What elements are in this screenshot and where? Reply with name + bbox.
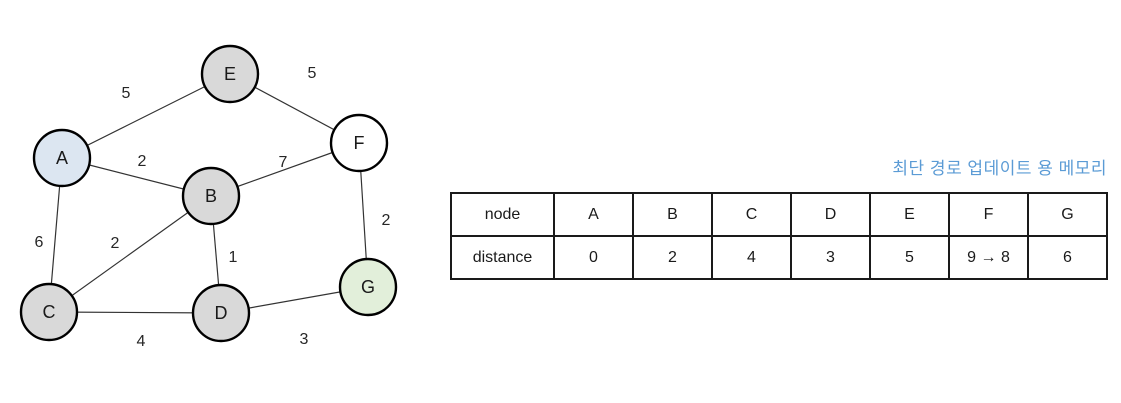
table-cell-node-row-0: node	[450, 192, 555, 237]
table-cell-distance-row-1: 0	[553, 235, 634, 280]
graph-edge-C-B	[48, 195, 212, 313]
edge-weight-label-C-D: 4	[137, 333, 146, 350]
graph-node-label-C: C	[43, 302, 56, 322]
table-cell-node-row-2: B	[632, 192, 713, 237]
graph-node-label-E: E	[224, 64, 236, 84]
graph-node-label-A: A	[56, 148, 68, 168]
table-cell-node-row-7: G	[1027, 192, 1108, 237]
table-cell-distance-row-0: distance	[450, 235, 555, 280]
graph-node-A	[32, 128, 92, 188]
table-cell-node-row-4: D	[790, 192, 871, 237]
graph-diagram: A B C D E F G 5 5 2 7 6 2 1 2 4 3	[0, 0, 440, 403]
graph-canvas: A B C D E F G 5 5 2 7 6 2 1 2 4 3	[19, 44, 398, 350]
edge-weight-label-C-B: 2	[111, 235, 120, 252]
edge-weight-label-A-B: 2	[138, 153, 147, 170]
edge-weight-label-A-E: 5	[122, 85, 131, 102]
graph-node-label-G: G	[361, 277, 375, 297]
graph-node-C	[19, 282, 79, 342]
table-cell-distance-row-6: 9 → 8	[948, 235, 1029, 280]
edge-weight-label-D-G: 3	[300, 331, 309, 348]
table-cell-node-row-1: A	[553, 192, 634, 237]
edge-weight-label-E-F: 5	[308, 65, 317, 82]
graph-edge-A-E	[61, 73, 231, 159]
graph-node-F	[329, 113, 389, 173]
graph-node-G	[338, 257, 398, 317]
graph-node-B	[181, 166, 241, 226]
graph-node-E	[200, 44, 260, 104]
graph-node-label-F: F	[354, 133, 365, 153]
edge-weight-label-B-F: 7	[279, 154, 288, 171]
table-cell-distance-row-4: 3	[790, 235, 871, 280]
table-cell-distance-row-2: 2	[632, 235, 713, 280]
edge-weight-label-A-C: 6	[35, 234, 44, 251]
memory-table-title: 최단 경로 업데이트 용 메모리	[892, 159, 1107, 178]
table-cell-distance-row-7: 6	[1027, 235, 1108, 280]
graph-node-label-B: B	[205, 186, 217, 206]
table-cell-node-row-6: F	[948, 192, 1029, 237]
table-cell-node-row-5: E	[869, 192, 950, 237]
graph-node-label-D: D	[215, 303, 228, 323]
table-cell-distance-row-5: 5	[869, 235, 950, 280]
table-cell-node-row-3: C	[711, 192, 792, 237]
edge-weight-label-B-D: 1	[229, 249, 238, 266]
table-cell-distance-row-3: 4	[711, 235, 792, 280]
edge-weight-label-F-G: 2	[382, 212, 391, 229]
graph-node-D	[191, 283, 251, 343]
